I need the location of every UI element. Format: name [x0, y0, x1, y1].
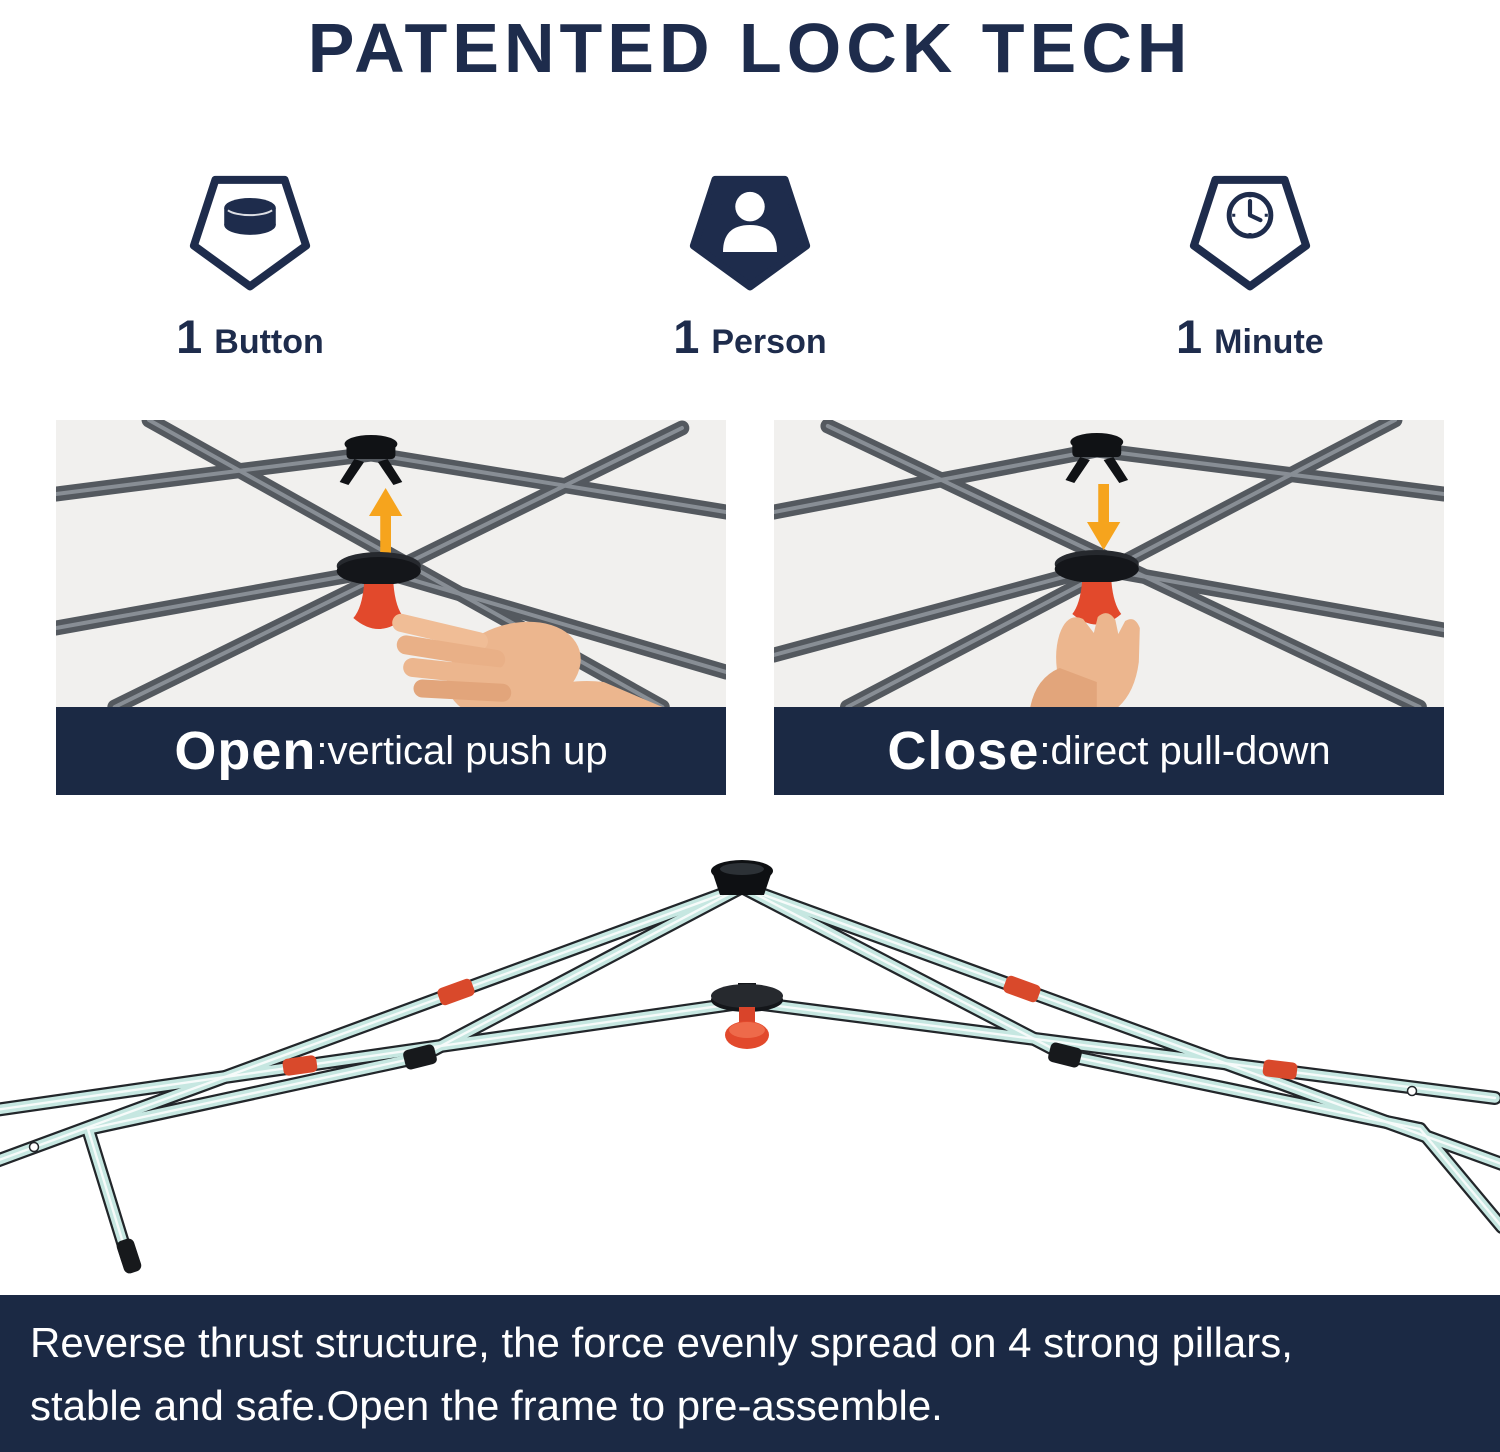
- frame-structure-figure: [0, 795, 1500, 1295]
- joints: [116, 1042, 1082, 1274]
- page-title: PATENTED LOCK TECH: [307, 9, 1193, 87]
- arrow-down-icon: [1086, 484, 1121, 550]
- red-clamps: [282, 975, 1298, 1080]
- lock-disc-hub: [336, 552, 421, 586]
- arrow-up-icon: [368, 488, 403, 554]
- feature-word: Button: [214, 323, 324, 361]
- feature-number: 1: [1176, 310, 1203, 363]
- top-hub: [1065, 433, 1129, 483]
- feature-label: 1 Button: [176, 309, 324, 364]
- canopy-frame-illustration: [0, 860, 1500, 1274]
- feature-label: 1 Minute: [1176, 309, 1324, 364]
- feature-minute: 1 Minute: [1000, 104, 1500, 364]
- open-frame-illustration: [56, 420, 726, 707]
- center-hub: [711, 983, 783, 1012]
- close-caption-bar: Close :direct pull-down: [774, 707, 1444, 795]
- close-photo: [774, 420, 1444, 707]
- panel-open: Open :vertical push up: [56, 420, 726, 795]
- feature-word: Minute: [1214, 323, 1324, 361]
- caption-bold: Close: [887, 721, 1040, 781]
- caption-text: :vertical push up: [316, 728, 608, 773]
- close-frame-illustration: [774, 420, 1444, 707]
- feature-word: Person: [711, 323, 827, 361]
- feature-button: 1 Button: [0, 104, 500, 364]
- hand-illustration: [1030, 613, 1140, 707]
- pole-sheen: [0, 885, 1500, 1261]
- open-caption-bar: Open :vertical push up: [56, 707, 726, 795]
- clock-icon: [1189, 175, 1310, 291]
- feature-person: 1 Person: [500, 104, 1000, 364]
- footer-line-2: stable and safe.Open the frame to pre-as…: [30, 1382, 943, 1429]
- red-knob: [353, 584, 405, 629]
- open-photo: [56, 420, 726, 707]
- red-knob: [725, 1007, 769, 1049]
- feature-number: 1: [176, 310, 203, 363]
- lock-disc-hub: [1054, 550, 1139, 584]
- top-cap: [711, 860, 773, 895]
- button-icon: [189, 175, 311, 291]
- eyelets: [28, 1085, 1418, 1153]
- feature-label: 1 Person: [673, 309, 826, 364]
- caption-bold: Open: [174, 721, 317, 781]
- feature-number: 1: [673, 310, 700, 363]
- footer-text-band: Reverse thrust structure, the force even…: [0, 1295, 1500, 1452]
- features-row: 1 Button 1 Person 1: [0, 104, 1500, 364]
- top-hub: [339, 435, 403, 485]
- hand-illustration: [392, 613, 663, 707]
- instruction-panels: Open :vertical push up: [0, 420, 1500, 795]
- footer-line-1: Reverse thrust structure, the force even…: [30, 1319, 1293, 1366]
- panel-close: Close :direct pull-down: [774, 420, 1444, 795]
- caption-text: :direct pull-down: [1039, 728, 1331, 773]
- person-icon: [689, 175, 810, 291]
